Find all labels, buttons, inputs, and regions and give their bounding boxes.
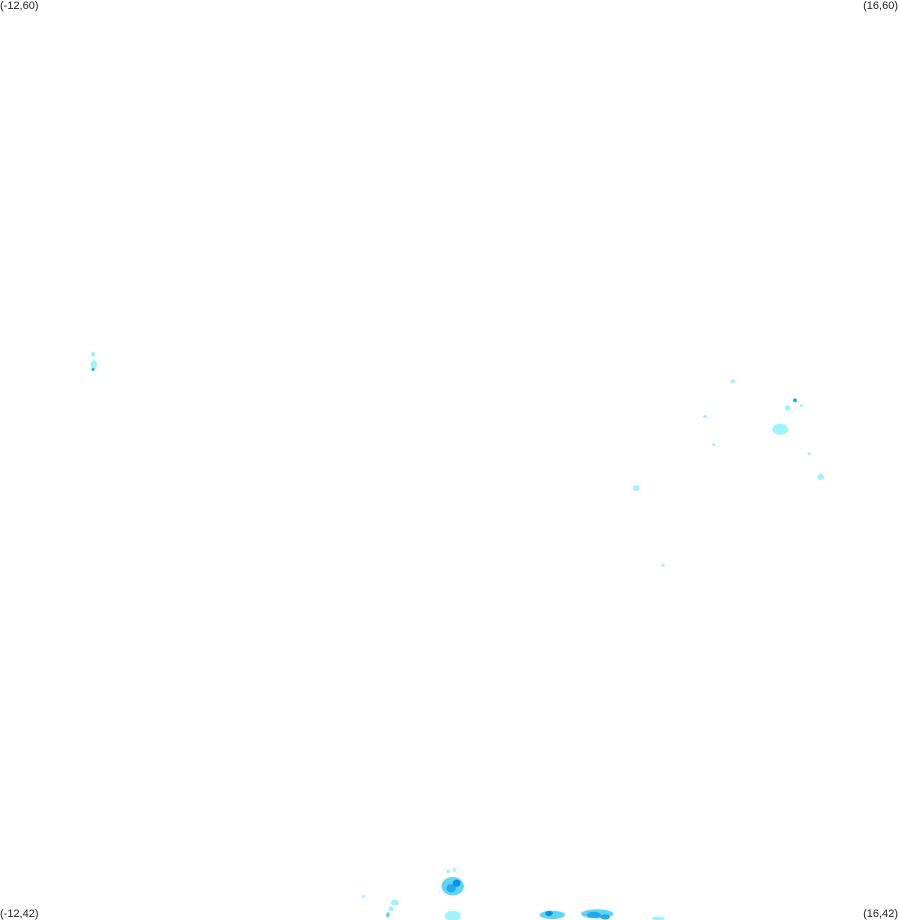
corner-label-bottom-right: (16,42): [863, 908, 898, 920]
precipitation-echo-strong: [91, 368, 95, 371]
precipitation-echo-light: [703, 415, 707, 419]
corner-label-top-left: (-12,60): [0, 0, 39, 12]
precipitation-echo-light: [388, 906, 394, 912]
precipitation-echo-light: [633, 485, 640, 492]
precipitation-echo-light: [784, 405, 791, 411]
precipitation-echo-strong: [793, 398, 797, 403]
corner-label-bottom-left: (-12,42): [0, 908, 39, 920]
precipitation-echo-light: [730, 379, 736, 384]
precipitation-echo-light: [772, 423, 789, 435]
precipitation-echo-intense: [452, 879, 461, 887]
precipitation-echo-strong: [600, 914, 610, 920]
precipitation-echo-light: [807, 452, 811, 456]
precipitation-echo-strong: [586, 911, 602, 919]
precipitation-echo-light: [391, 899, 399, 906]
precipitation-echo-light: [799, 404, 803, 408]
precipitation-echo-medium: [386, 912, 390, 918]
precipitation-echo-light: [712, 443, 716, 447]
corner-label-top-right: (16,60): [863, 0, 898, 12]
precipitation-echo-light: [90, 351, 96, 357]
precipitation-echo-layer: [90, 351, 824, 920]
precipitation-echo-light: [444, 910, 461, 920]
precipitation-echo-intense: [545, 910, 553, 917]
precipitation-echo-light: [446, 869, 451, 874]
precipitation-echo-light: [817, 473, 824, 480]
precipitation-echo-light: [661, 563, 665, 567]
precipitation-echo-strong: [446, 884, 456, 893]
precipitation-echo-light: [651, 916, 665, 920]
precipitation-echo-light: [452, 867, 456, 872]
precipitation-echo-light: [90, 360, 98, 370]
precipitation-echo-light: [361, 895, 366, 898]
